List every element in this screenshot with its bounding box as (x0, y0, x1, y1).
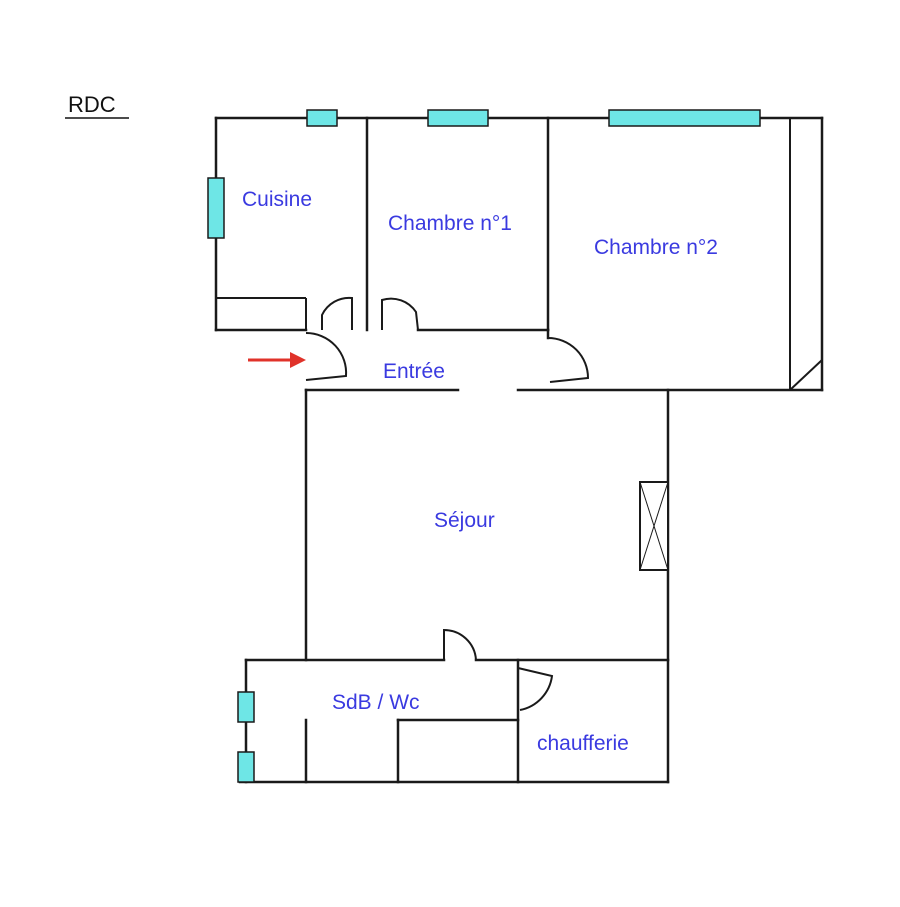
room-label-entree: Entrée (383, 360, 445, 383)
entry-arrow (248, 352, 306, 368)
door-chambre1 (381, 297, 419, 331)
lower-walls (238, 658, 670, 784)
room-label-sejour: Séjour (434, 509, 495, 532)
door-chaufferie (517, 667, 554, 711)
window-cuisine-left (207, 177, 225, 239)
window-sdb-2 (237, 751, 255, 783)
door-cuisine (321, 296, 353, 330)
door-chambre2 (547, 337, 590, 383)
door-sdb (443, 628, 477, 661)
window-chambre1-top (427, 109, 489, 127)
sejour-walls (244, 388, 670, 784)
window-chambre2-top (608, 109, 761, 127)
chimney-conduit (639, 481, 669, 571)
room-label-chaufferie: chaufferie (537, 732, 629, 755)
level-label: RDC (68, 92, 116, 117)
room-label-sdb-wc: SdB / Wc (332, 691, 420, 714)
window-cuisine-top (306, 109, 338, 127)
room-label-chambre1: Chambre n°1 (388, 212, 512, 235)
room-label-cuisine: Cuisine (242, 188, 312, 211)
room-label-chambre2: Chambre n°2 (594, 236, 718, 259)
upper-walls (214, 116, 824, 392)
door-entree (305, 331, 348, 381)
window-sdb-1 (237, 691, 255, 723)
